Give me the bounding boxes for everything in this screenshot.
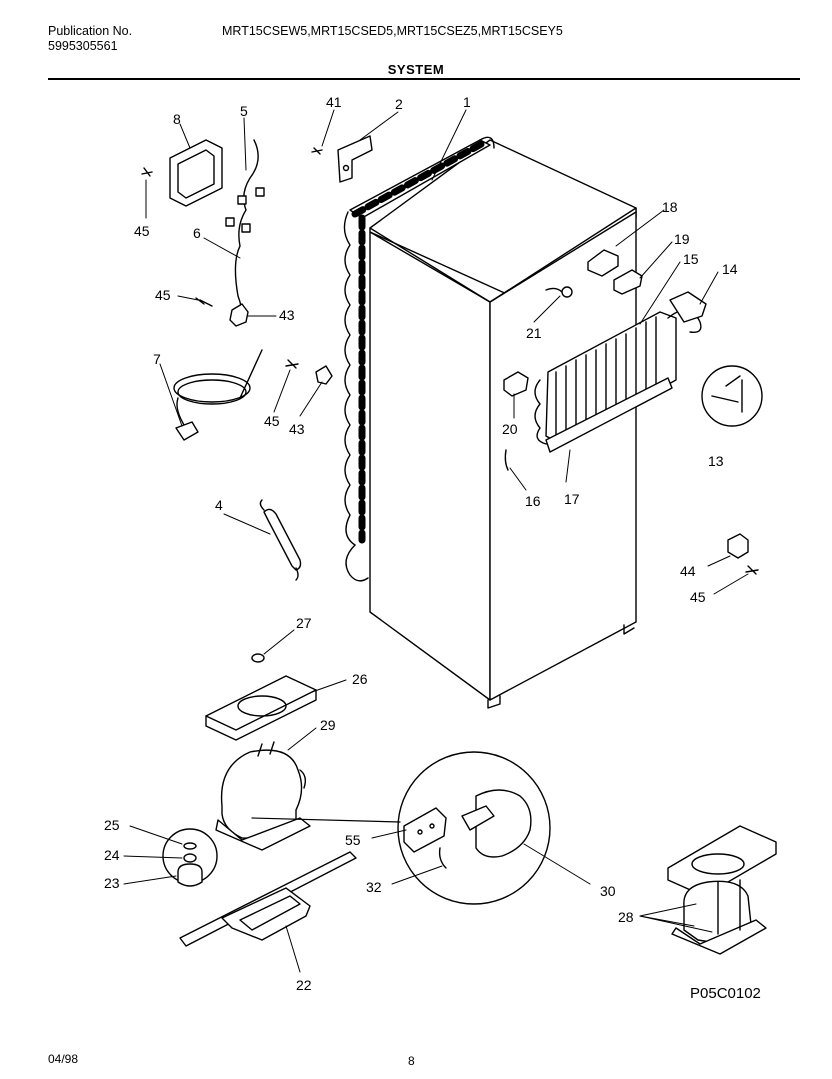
filter-drier bbox=[259, 499, 302, 581]
callout-19: 19 bbox=[674, 231, 690, 247]
callout-32: 32 bbox=[366, 879, 382, 895]
callout-7: 7 bbox=[153, 351, 161, 367]
callout-55: 55 bbox=[345, 832, 361, 848]
diagram-reference-code: P05C0102 bbox=[690, 985, 761, 1002]
callout-24: 24 bbox=[104, 847, 120, 863]
clip-and-screw bbox=[727, 533, 759, 575]
callout-43: 43 bbox=[279, 307, 295, 323]
callout-30: 30 bbox=[600, 883, 616, 899]
callout-25: 25 bbox=[104, 817, 120, 833]
cabinet-drawing bbox=[369, 139, 637, 709]
callout-15: 15 bbox=[683, 251, 699, 267]
model-numbers: MRT15CSEW5,MRT15CSED5,MRT15CSEZ5,MRT15CS… bbox=[222, 24, 563, 38]
callout-44: 44 bbox=[680, 563, 696, 579]
callout-45: 45 bbox=[134, 223, 150, 239]
leader-lines bbox=[123, 109, 749, 973]
power-cord bbox=[173, 349, 333, 441]
callout-45: 45 bbox=[155, 287, 171, 303]
callout-20: 20 bbox=[502, 421, 518, 437]
callout-26: 26 bbox=[352, 671, 368, 687]
callout-45: 45 bbox=[690, 589, 706, 605]
evaporator-parts bbox=[503, 249, 763, 471]
callout-2: 2 bbox=[395, 96, 403, 112]
callout-27: 27 bbox=[296, 615, 312, 631]
callout-6: 6 bbox=[193, 225, 201, 241]
callout-14: 14 bbox=[722, 261, 738, 277]
callout-23: 23 bbox=[104, 875, 120, 891]
compressor-assembly-alt bbox=[667, 825, 777, 955]
callout-1: 1 bbox=[463, 94, 471, 110]
callout-41: 41 bbox=[326, 94, 342, 110]
callout-5: 5 bbox=[240, 103, 248, 119]
cover-and-harness bbox=[141, 139, 265, 327]
drain-pan bbox=[205, 653, 317, 741]
publication-number: 5995305561 bbox=[48, 39, 118, 53]
compressor-mount-parts bbox=[162, 828, 218, 887]
relay-detail bbox=[251, 751, 551, 905]
callout-4: 4 bbox=[215, 497, 223, 513]
condenser-coil bbox=[343, 136, 495, 582]
callout-29: 29 bbox=[320, 717, 336, 733]
base-plate bbox=[179, 851, 357, 947]
callout-45: 45 bbox=[264, 413, 280, 429]
footer-date: 04/98 bbox=[48, 1052, 79, 1066]
callout-18: 18 bbox=[662, 199, 678, 215]
callout-8: 8 bbox=[173, 111, 181, 127]
evaporator bbox=[534, 309, 702, 453]
bracket-part bbox=[311, 135, 373, 183]
callout-22: 22 bbox=[296, 977, 312, 993]
callout-28: 28 bbox=[618, 909, 634, 925]
callout-43: 43 bbox=[289, 421, 305, 437]
publication-label: Publication No. bbox=[48, 24, 133, 38]
compressor bbox=[215, 741, 311, 851]
page-number: 8 bbox=[408, 1054, 415, 1068]
callout-17: 17 bbox=[564, 491, 580, 507]
header-rule bbox=[48, 78, 800, 80]
section-title: SYSTEM bbox=[387, 62, 445, 77]
callout-21: 21 bbox=[526, 325, 542, 341]
callout-13: 13 bbox=[708, 453, 724, 469]
callout-16: 16 bbox=[525, 493, 541, 509]
